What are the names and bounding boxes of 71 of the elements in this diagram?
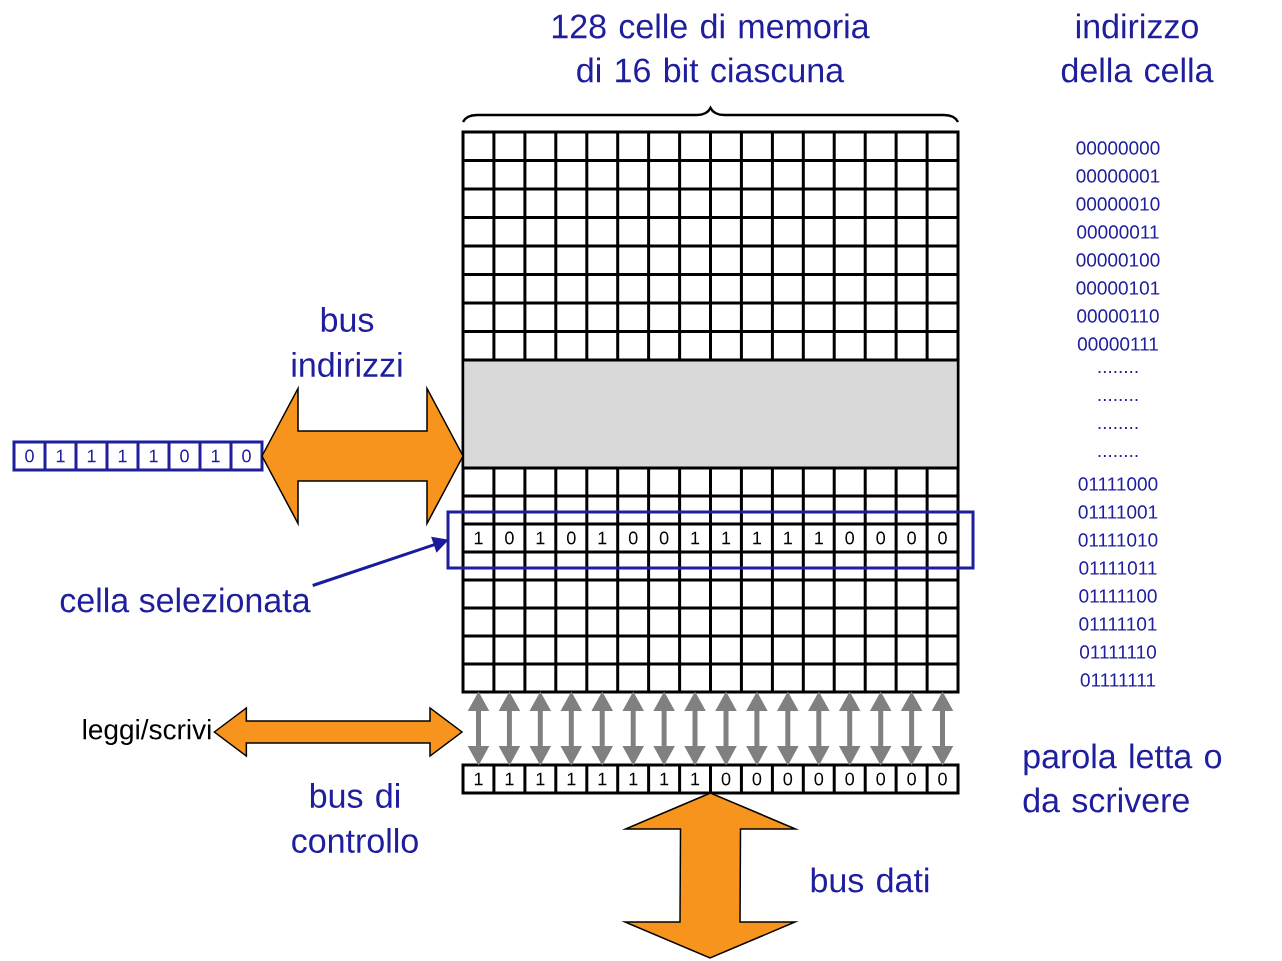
bit-digit: 0 xyxy=(938,772,947,786)
bit-digit: 0 xyxy=(721,772,731,786)
bit-digit: 1 xyxy=(567,772,576,786)
bit-digit: 1 xyxy=(474,772,483,786)
address-label: 01111101 xyxy=(1079,617,1157,631)
bit-digit: 0 xyxy=(814,772,824,786)
bit-digit: 1 xyxy=(87,449,96,463)
address-label: 00000111 xyxy=(1077,337,1158,351)
address-label: ........ xyxy=(1098,427,1138,429)
bit-digit: 1 xyxy=(536,531,545,545)
bit-digit: 1 xyxy=(691,531,700,545)
address-label: 01111011 xyxy=(1079,561,1157,575)
bit-digit: 1 xyxy=(149,449,158,463)
bit-digit: 0 xyxy=(567,531,576,545)
bit-digit: 1 xyxy=(722,531,731,545)
address-label: 00000011 xyxy=(1077,225,1159,239)
bus-arrow xyxy=(213,706,464,758)
address-label: 00000001 xyxy=(1076,169,1160,183)
memory-grid-drawing xyxy=(461,130,960,694)
title: 128 celle di memoria di 16 bit ciascuna xyxy=(552,13,870,83)
bit-digit: 0 xyxy=(907,772,916,786)
bit-digit: 1 xyxy=(505,772,514,786)
bit-digit: 0 xyxy=(242,449,251,463)
address-label: 01111010 xyxy=(1078,533,1158,547)
address-label: 00000000 xyxy=(1076,141,1160,155)
bit-digit: 0 xyxy=(876,531,885,545)
address-label: 01111001 xyxy=(1078,505,1158,519)
bit-digit: 0 xyxy=(845,772,854,786)
bit-digit: 0 xyxy=(845,531,854,545)
bit-digit: 1 xyxy=(118,449,127,463)
address-label: ........ xyxy=(1098,371,1138,373)
bit-digit: 0 xyxy=(907,531,916,545)
bit-digit: 1 xyxy=(598,531,607,545)
address-label: 00000010 xyxy=(1076,197,1160,211)
address-label: 00000100 xyxy=(1076,253,1160,267)
bit-digit: 0 xyxy=(659,531,669,545)
edge-label: bus dati xyxy=(811,867,929,893)
bit-digit: 0 xyxy=(938,531,947,545)
bit-digit: 1 xyxy=(660,772,669,786)
bit-digit: 1 xyxy=(629,772,638,786)
address-label: ........ xyxy=(1098,399,1138,401)
bit-digit: 0 xyxy=(25,449,34,463)
bit-digit: 1 xyxy=(753,531,762,545)
bit-digit: 0 xyxy=(505,531,514,545)
caption: parola letta o da scrivere xyxy=(1023,743,1222,813)
address-label: 01111110 xyxy=(1080,645,1156,659)
bit-digit: 1 xyxy=(536,772,545,786)
bit-digit: 1 xyxy=(784,531,792,545)
address-label: 00000101 xyxy=(1076,281,1160,295)
address-label: 00000110 xyxy=(1077,309,1159,323)
address-label: 01111100 xyxy=(1079,589,1157,603)
address-label: 01111000 xyxy=(1078,477,1158,491)
bit-digit: 1 xyxy=(56,449,65,463)
bit-digit: 1 xyxy=(211,449,220,463)
edge-label: bus indirizzi xyxy=(292,307,402,377)
bit-digit: 0 xyxy=(752,772,762,786)
bit-digit: 1 xyxy=(815,531,823,545)
edge-label: bus di controllo xyxy=(292,783,418,853)
address-label: 01111111 xyxy=(1080,673,1156,687)
bus-arrow xyxy=(261,385,464,527)
bit-digit: 1 xyxy=(474,531,483,545)
bit-digit: 1 xyxy=(598,772,607,786)
bit-digit: 0 xyxy=(180,449,189,463)
column-heading: indirizzo della cella xyxy=(1061,13,1214,83)
bit-digit: 0 xyxy=(628,531,638,545)
bit-digit: 1 xyxy=(691,772,700,786)
address-label: ........ xyxy=(1098,455,1138,457)
signal-label: leggi/scrivi xyxy=(83,718,211,746)
bit-digit: 0 xyxy=(876,772,885,786)
bit-digit: 0 xyxy=(783,772,793,786)
callout-text: cella selezionata xyxy=(60,587,311,613)
